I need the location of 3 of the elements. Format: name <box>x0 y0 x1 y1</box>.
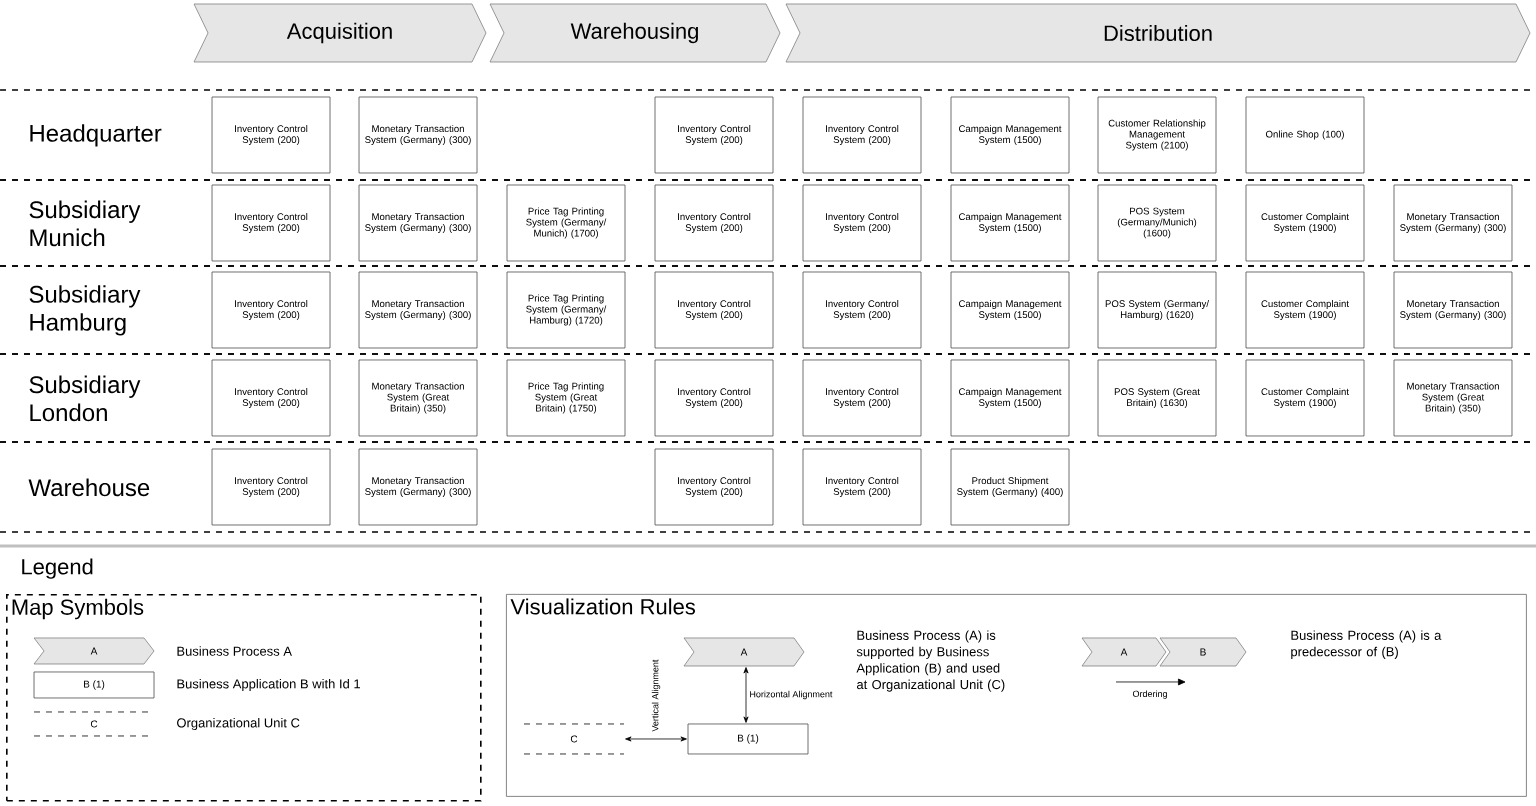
alignment-arrow <box>743 667 749 723</box>
alignment-arrow <box>625 736 687 742</box>
legend-heading: Legend <box>22 558 93 579</box>
